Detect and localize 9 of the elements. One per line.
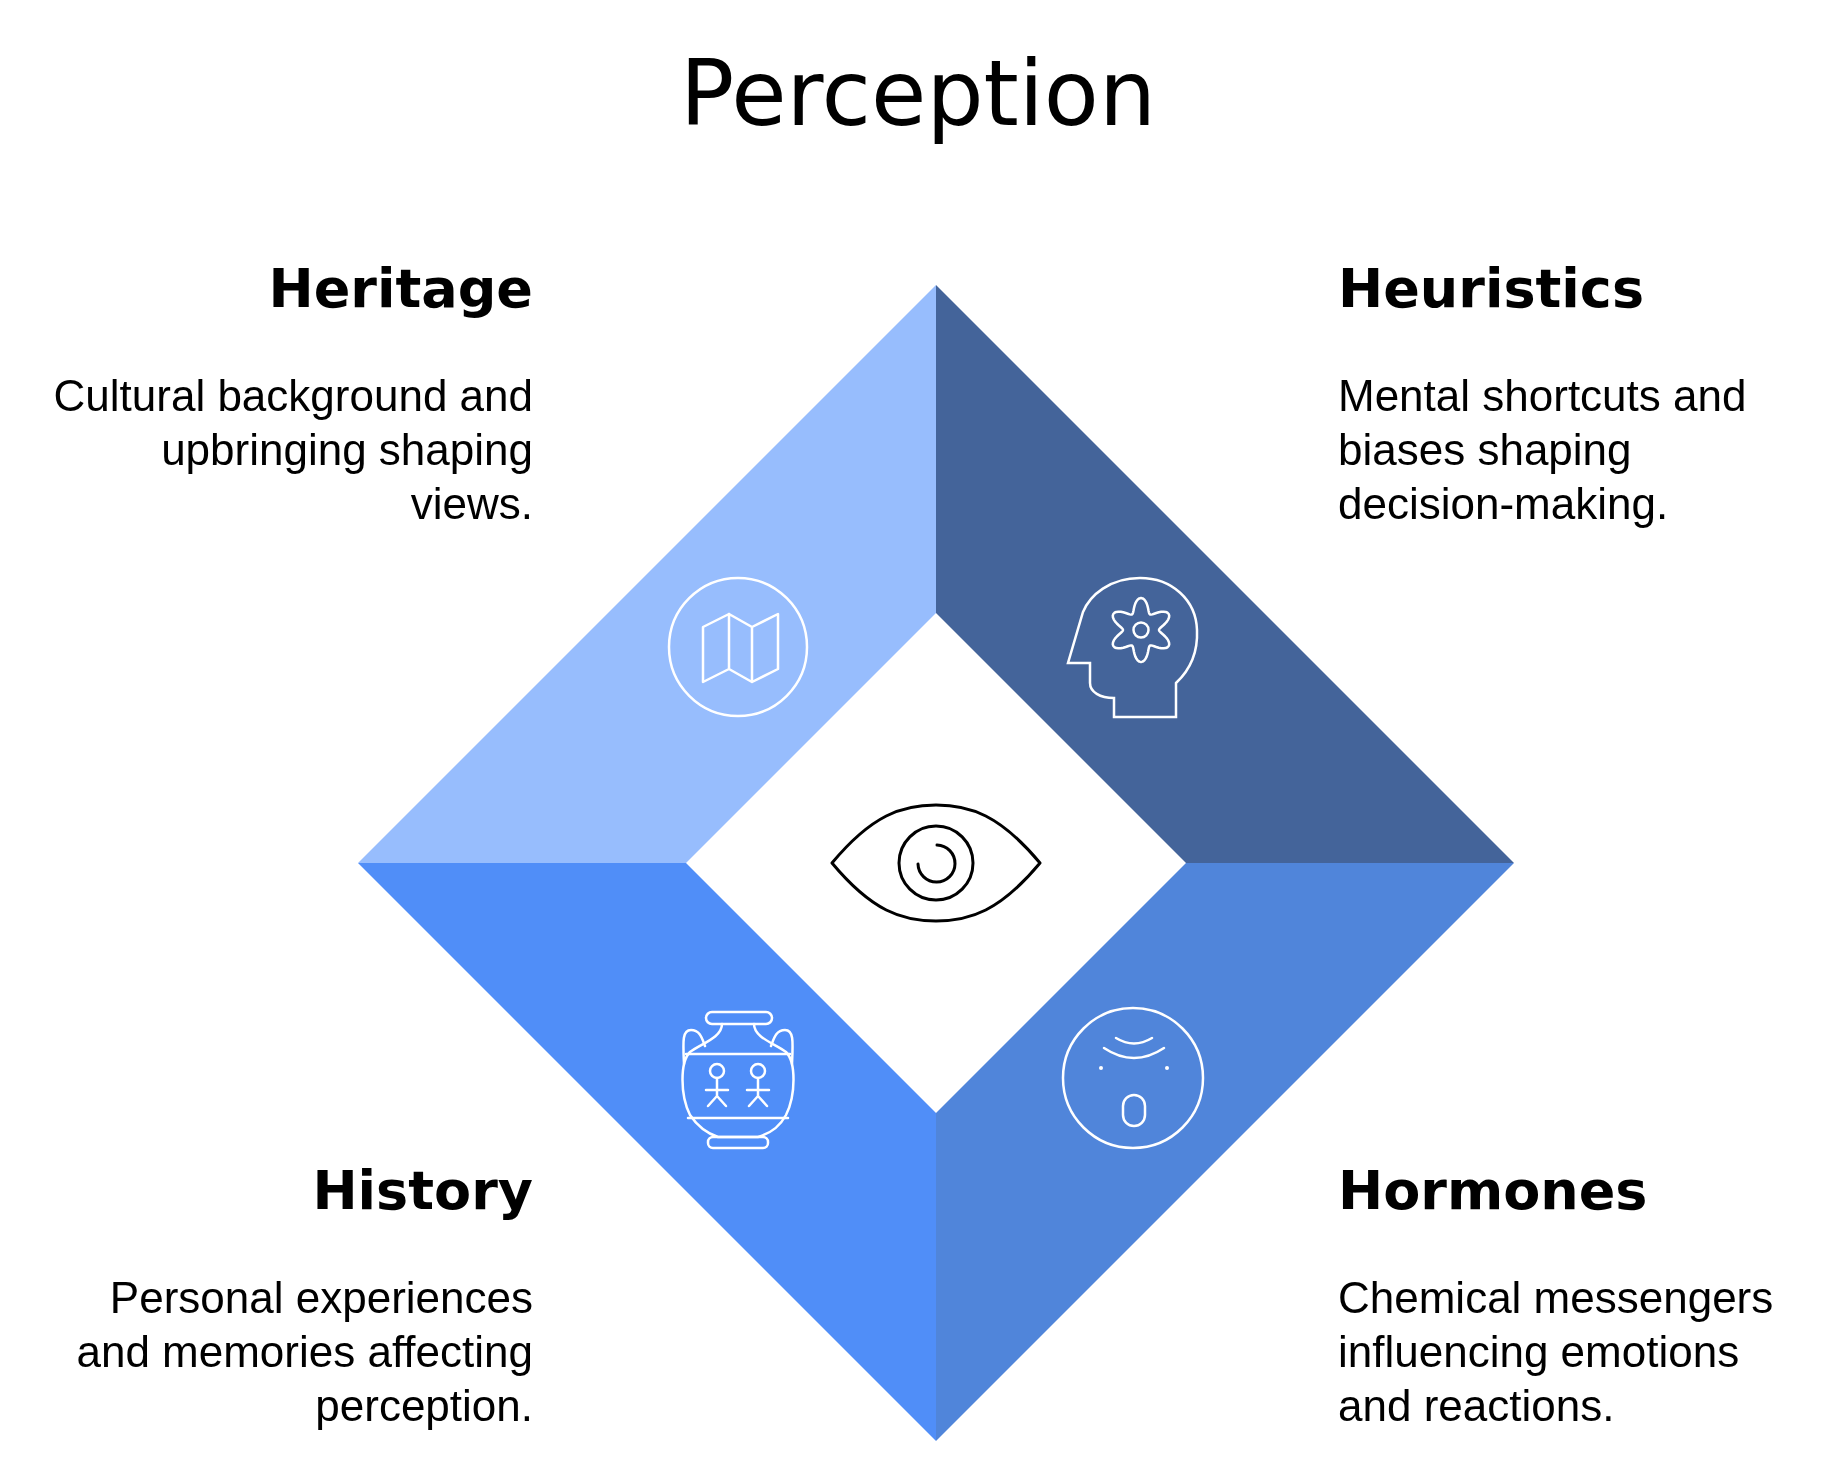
- quadrant-heading: Hormones: [1338, 1158, 1648, 1224]
- quadrant-heading: Heuristics: [1338, 256, 1645, 322]
- quadrant-description: Chemical messengers influencing emotions and reactions.: [1338, 1272, 1775, 1432]
- quadrant-description: Mental shortcuts and biases shaping decision-making.: [1338, 370, 1748, 530]
- quadrant-heading: History: [312, 1158, 533, 1224]
- diagram-title: Perception: [680, 41, 1156, 146]
- quadrant-heading: Heritage: [268, 256, 533, 322]
- quadrant-description: Personal experiences and memories affecting perception.: [75, 1272, 533, 1432]
- quadrant-description: Cultural background and upbringing shaping views.: [52, 370, 533, 530]
